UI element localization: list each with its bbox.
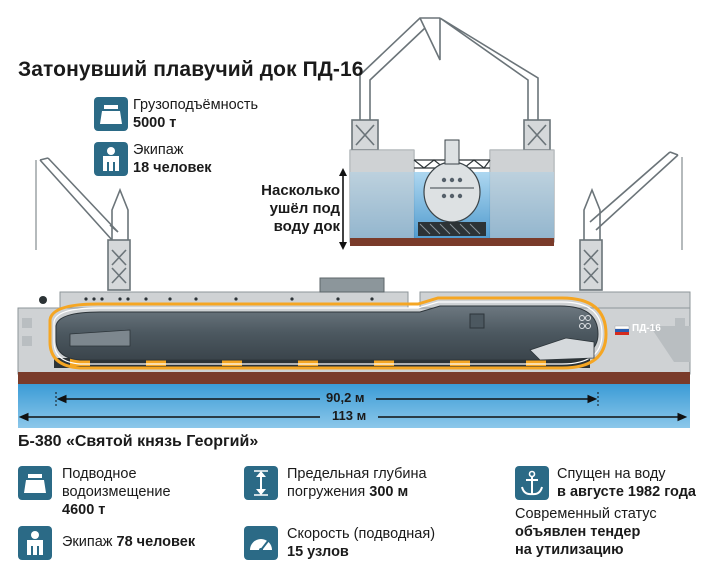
dock-capacity-value: 5000 т	[133, 115, 177, 131]
dock-crew-label: Экипаж	[133, 142, 184, 158]
weight-icon	[94, 97, 128, 131]
status-value-2: на утилизацию	[515, 542, 624, 558]
dock-cross-section	[339, 17, 555, 250]
speed-value: 15 узлов	[287, 544, 349, 560]
sub-crew-label: Экипаж	[62, 534, 113, 550]
status-value-1: объявлен тендер	[515, 524, 641, 540]
sub-length-label: 90,2 м	[326, 390, 365, 405]
status-block: Современный статус объявлен тендер на ут…	[515, 505, 657, 559]
person-icon	[18, 526, 52, 560]
sub-crew-block: Экипаж 78 человек	[62, 534, 195, 550]
dimension-lines	[18, 392, 688, 422]
sub-crew-value: 78 человек	[116, 534, 196, 550]
dock-side-view	[17, 277, 691, 428]
displacement-label-1: Подводное	[62, 466, 137, 482]
dock-capacity-label: Грузоподъёмность	[133, 97, 259, 113]
depth-arrow-icon	[244, 466, 278, 500]
person-icon	[94, 142, 128, 176]
launched-value: в августе 1982 года	[557, 484, 696, 500]
submarine-title: Б-380 «Святой князь Георгий»	[18, 433, 259, 450]
depth-note-line-2: ушёл под	[269, 200, 340, 217]
dock-length-label: 113 м	[332, 408, 367, 423]
max-depth-label-1: Предельная глубина	[287, 466, 427, 482]
depth-note: Насколько ушёл под воду док	[248, 182, 340, 236]
crane-left	[35, 157, 131, 291]
speedometer-icon	[244, 526, 278, 560]
displacement-label-2: водоизмещение	[62, 484, 171, 500]
status-label: Современный статус	[515, 506, 657, 522]
depth-note-line-1: Насколько	[261, 182, 340, 199]
dock-diagram	[17, 17, 691, 428]
launched-block: Спущен на воду в августе 1982 года	[557, 465, 696, 501]
weight-icon	[18, 466, 52, 500]
speed-label: Скорость (подводная)	[287, 526, 436, 542]
displacement-value: 4600 т	[62, 502, 106, 518]
dock-hull-name: ПД-16	[632, 323, 661, 334]
anchor-icon	[515, 466, 549, 500]
max-depth-block: Предельная глубина погружения 300 м	[287, 465, 427, 501]
dock-crew-value: 18 человек	[133, 160, 212, 176]
speed-block: Скорость (подводная) 15 узлов	[287, 525, 435, 561]
launched-label: Спущен на воду	[557, 466, 666, 482]
crane-right	[579, 151, 683, 291]
page-title: Затонувший плавучий док ПД-16	[18, 58, 364, 81]
depth-note-line-3: воду док	[273, 218, 340, 235]
max-depth-value: 300 м	[369, 484, 409, 500]
max-depth-label-2: погружения	[287, 484, 366, 500]
displacement-block: Подводное водоизмещение 4600 т	[62, 465, 171, 519]
